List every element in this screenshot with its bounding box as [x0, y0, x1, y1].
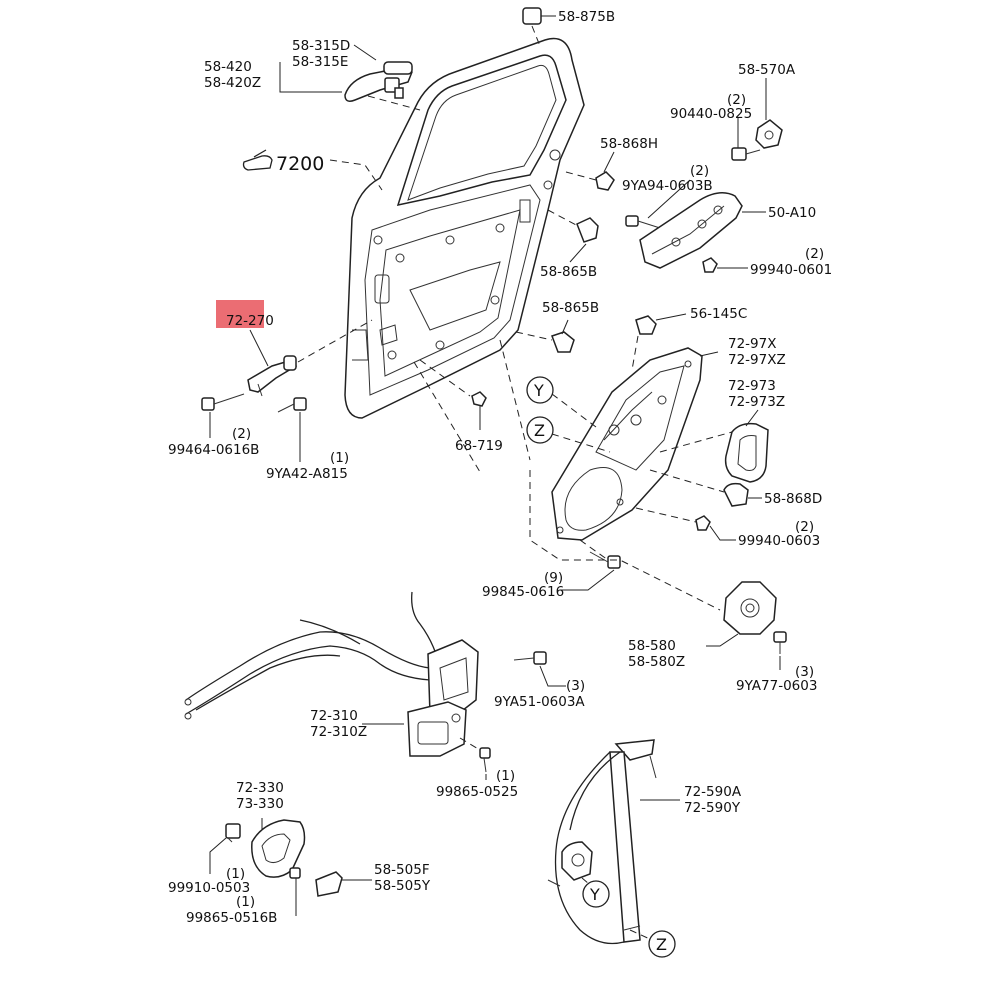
label-72-310z: 72-310Z — [310, 724, 367, 740]
label-9ya51-qty: (3) — [566, 678, 585, 694]
label-56-145c: 56-145C — [690, 306, 747, 322]
label-58-315e: 58-315E — [292, 54, 348, 70]
callout-z-lower: Z — [648, 930, 676, 958]
label-99845-qty: (9) — [544, 570, 563, 586]
label-58-580z: 58-580Z — [628, 654, 685, 670]
label-99865-0525: 99865-0525 — [436, 784, 518, 800]
cap-58-868d-part — [723, 482, 749, 507]
stopper-58-865b-upper-part — [576, 217, 599, 243]
latch-cables-part — [184, 591, 439, 720]
label-58-420z: 58-420Z — [204, 75, 261, 91]
label-58-875b: 58-875B — [558, 9, 615, 25]
callout-y-lower: Y — [582, 880, 610, 908]
callout-z-upper: Z — [526, 416, 554, 444]
label-9ya77: 9YA77-0603 — [736, 678, 817, 694]
label-99940-0603: 99940-0603 — [738, 533, 820, 549]
label-72-973z: 72-973Z — [728, 394, 785, 410]
motor-58-580-part — [723, 581, 777, 635]
label-90440: 90440-0825 — [670, 106, 752, 122]
svg-text:Y: Y — [589, 885, 600, 904]
outer-handle-part — [344, 61, 413, 102]
label-99865-0525-qty: (1) — [496, 768, 515, 784]
label-72-590y: 72-590Y — [684, 800, 741, 816]
nut-99940-0601-part — [702, 257, 718, 273]
label-72-310: 72-310 — [310, 708, 358, 724]
svg-text:Y: Y — [533, 381, 544, 400]
label-58-505y: 58-505Y — [374, 878, 431, 894]
module-panel-72-97x-part — [551, 347, 703, 541]
label-99464: 99464-0616B — [168, 442, 259, 458]
fastener-56-145c-part — [635, 315, 657, 335]
clip-68-719-part — [471, 391, 487, 407]
clip-58-570a-part — [755, 119, 783, 149]
highlight-72-270 — [216, 300, 264, 328]
label-58-865b-upper: 58-865B — [540, 264, 597, 280]
door-latch-72-310-part — [407, 639, 479, 757]
screw-99865-0516b-part — [289, 867, 301, 879]
label-58-315d: 58-315D — [292, 38, 350, 54]
bolt-90440-part — [731, 147, 761, 161]
label-50-a10: 50-A10 — [768, 205, 816, 221]
label-9ya77-qty: (3) — [795, 664, 814, 680]
label-72-97xz: 72-97XZ — [728, 352, 786, 368]
label-99865-0516b: 99865-0516B — [186, 910, 277, 926]
label-99940-0603-qty: (2) — [795, 519, 814, 535]
clip-99910-part — [225, 823, 241, 843]
bolt-9ya42-part — [277, 397, 307, 413]
bracket-50-a10-part — [639, 192, 743, 269]
svg-text:Z: Z — [534, 421, 545, 440]
callout-y-upper: Y — [526, 376, 554, 404]
cap-58-505f-part — [315, 871, 343, 897]
screw-99865-0525-part — [479, 747, 491, 773]
door-shell-part — [344, 37, 585, 419]
label-99865-0516b-qty: (1) — [236, 894, 255, 910]
label-9ya42: 9YA42-A815 — [266, 466, 348, 482]
label-99940-0601-qty: (2) — [805, 246, 824, 262]
label-58-505f: 58-505F — [374, 862, 430, 878]
stopper-58-865b-lower-part — [551, 331, 575, 353]
bolt-99464-part — [201, 393, 245, 411]
label-68-719: 68-719 — [455, 438, 503, 454]
label-99910: 99910-0503 — [168, 880, 250, 896]
label-58-865b-lower: 58-865B — [542, 300, 599, 316]
handle-bezel-72-973-part — [724, 422, 769, 483]
label-58-420: 58-420 — [204, 59, 252, 75]
label-73-330: 73-330 — [236, 796, 284, 812]
bolt-9ya77-part — [773, 631, 787, 654]
door-checker-72-270-part — [247, 355, 298, 397]
label-58-868d: 58-868D — [764, 491, 822, 507]
label-72-973: 72-973 — [728, 378, 776, 394]
label-72-270: 72-270 — [226, 313, 274, 329]
svg-text:Z: Z — [656, 935, 667, 954]
pointing-hand-icon — [242, 149, 273, 171]
nut-99940-0603-part — [695, 515, 711, 531]
label-99940-0601: 99940-0601 — [750, 262, 832, 278]
label-99845: 99845-0616 — [482, 584, 564, 600]
label-9ya94-qty: (2) — [690, 163, 709, 179]
window-regulator-72-590a-part — [547, 739, 657, 945]
label-99910-qty: (1) — [226, 866, 245, 882]
plug-58-868h-part — [595, 171, 615, 191]
label-58-570a: 58-570A — [738, 62, 796, 78]
label-7200: 7200 — [276, 153, 324, 175]
bolt-9ya94-part — [625, 215, 661, 229]
label-9ya94: 9YA94-0603B — [622, 178, 713, 194]
label-58-580: 58-580 — [628, 638, 676, 654]
label-72-330: 72-330 — [236, 780, 284, 796]
bolt-9ya51-part — [513, 651, 547, 665]
label-99464-qty: (2) — [232, 426, 251, 442]
inner-handle-72-330-part — [251, 819, 306, 878]
label-9ya51: 9YA51-0603A — [494, 694, 585, 710]
cap-58-875b-part — [522, 7, 542, 25]
label-58-868h: 58-868H — [600, 136, 658, 152]
label-9ya42-qty: (1) — [330, 450, 349, 466]
label-72-97x: 72-97X — [728, 336, 776, 352]
bolt-99845-part — [589, 551, 621, 569]
label-90440-qty: (2) — [727, 92, 746, 108]
label-72-590a: 72-590A — [684, 784, 742, 800]
